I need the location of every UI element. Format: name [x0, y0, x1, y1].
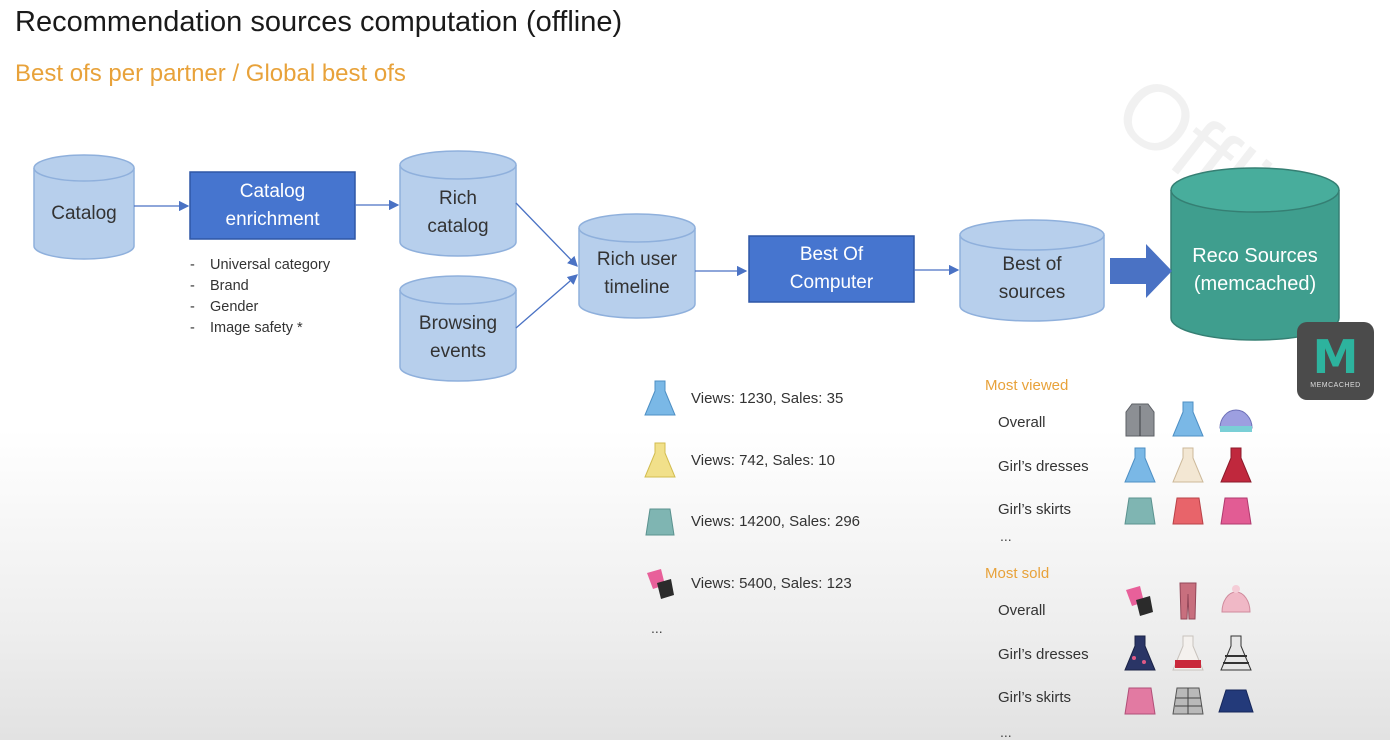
rich-user-timeline-cylinder [578, 213, 696, 319]
most-sold-ellipsis: ... [1000, 724, 1012, 740]
best-of-sources-cylinder [959, 219, 1105, 322]
pink-gloves-icon [1126, 586, 1153, 616]
most-sold-label: Most sold [985, 565, 1050, 582]
feature-item: Universal category [190, 255, 330, 276]
stat-row: Views: 742, Sales: 10 [643, 440, 835, 480]
thumbnail-row [1120, 632, 1256, 674]
best-of-computer-box [748, 235, 915, 303]
category-label: Overall [998, 602, 1046, 619]
category-label: Girl’s skirts [998, 501, 1072, 518]
yellow-dress-icon [644, 442, 676, 478]
blue-dress-icon [644, 380, 676, 416]
category-label: Girl’s skirts [998, 689, 1072, 706]
browsing-events-cylinder [399, 275, 517, 382]
grey-coat-icon [1125, 403, 1155, 437]
memcached-logo: M MEMCACHED [1297, 322, 1374, 400]
most-viewed-label: Most viewed [985, 377, 1069, 394]
pink-hat-icon [1221, 585, 1251, 613]
rich-user-timeline-label: Rich user timeline [596, 249, 678, 298]
purple-hat-icon [1219, 409, 1253, 432]
stat-text: Views: 14200, Sales: 296 [691, 512, 861, 530]
catalog-enrichment-label: Catalog enrichment [225, 180, 320, 230]
thumbnail-row [1120, 398, 1256, 440]
white-red-dress-icon [1172, 635, 1204, 671]
memcached-logo-letter: M [1312, 329, 1359, 384]
category-label: Girl’s dresses [998, 458, 1089, 475]
pink-leggings-icon [1179, 582, 1197, 620]
thumbnail-row [1120, 580, 1256, 622]
coral-skirt-icon [1172, 497, 1204, 525]
feature-item: Image safety * [190, 318, 330, 339]
best-of-computer-label: Best Of Computer [789, 244, 874, 293]
category-label: Overall [998, 414, 1046, 431]
memcached-logo-word: MEMCACHED [1310, 381, 1361, 389]
rich-catalog-cylinder [399, 150, 517, 257]
stat-row: Views: 14200, Sales: 296 [643, 501, 860, 541]
pink-gloves-icon [647, 569, 674, 599]
catalog-enrichment-box [189, 171, 356, 240]
rich-catalog-label: Rich catalog [427, 188, 489, 237]
most-viewed-ellipsis: ... [1000, 528, 1012, 544]
pink-skirt-icon [1124, 687, 1156, 715]
navy-dress-icon [1124, 635, 1156, 671]
stat-row: Views: 5400, Sales: 123 [643, 563, 852, 603]
feature-item: Brand [190, 276, 330, 297]
arrow-rich-catalog-to-timeline [515, 202, 578, 267]
browsing-events-label: Browsing events [418, 313, 498, 362]
plaid-skirt-icon [1172, 687, 1204, 715]
slide-subtitle: Best ofs per partner / Global best ofs [15, 60, 406, 87]
thumbnail-row [1120, 444, 1256, 486]
stat-row: Views: 1230, Sales: 35 [643, 378, 843, 418]
navy-skirt-icon [1218, 689, 1254, 713]
reco-sources-cylinder [1170, 167, 1340, 341]
arrow-browsing-to-timeline [515, 274, 578, 329]
teal-skirt-icon [645, 508, 675, 536]
teal-skirt-icon [1124, 497, 1156, 525]
pink-skirt-icon [1220, 497, 1252, 525]
catalog-label: Catalog [51, 203, 117, 224]
cream-dress-icon [1172, 447, 1204, 483]
blue-dress-icon [1172, 401, 1204, 437]
stat-text: Views: 5400, Sales: 123 [691, 574, 852, 592]
best-of-sources-label: Best of sources [998, 254, 1066, 303]
catalog-cylinder [33, 154, 135, 260]
thumbnail-row [1120, 680, 1256, 722]
reco-sources-label: Reco Sources (memcached) [1192, 245, 1318, 295]
red-dress-icon [1220, 447, 1252, 483]
stat-text: Views: 742, Sales: 10 [691, 451, 835, 469]
feature-item: Gender [190, 297, 330, 318]
arrow-sources-to-reco [1110, 244, 1172, 298]
stats-ellipsis: ... [651, 620, 663, 636]
slide-title: Recommendation sources computation (offl… [15, 6, 623, 38]
striped-dress-icon [1220, 635, 1252, 671]
stat-text: Views: 1230, Sales: 35 [691, 389, 844, 407]
thumbnail-row [1120, 490, 1256, 532]
category-label: Girl’s dresses [998, 646, 1089, 663]
enrichment-feature-list: Universal category Brand Gender Image sa… [190, 255, 330, 339]
blue-dress-icon [1124, 447, 1156, 483]
